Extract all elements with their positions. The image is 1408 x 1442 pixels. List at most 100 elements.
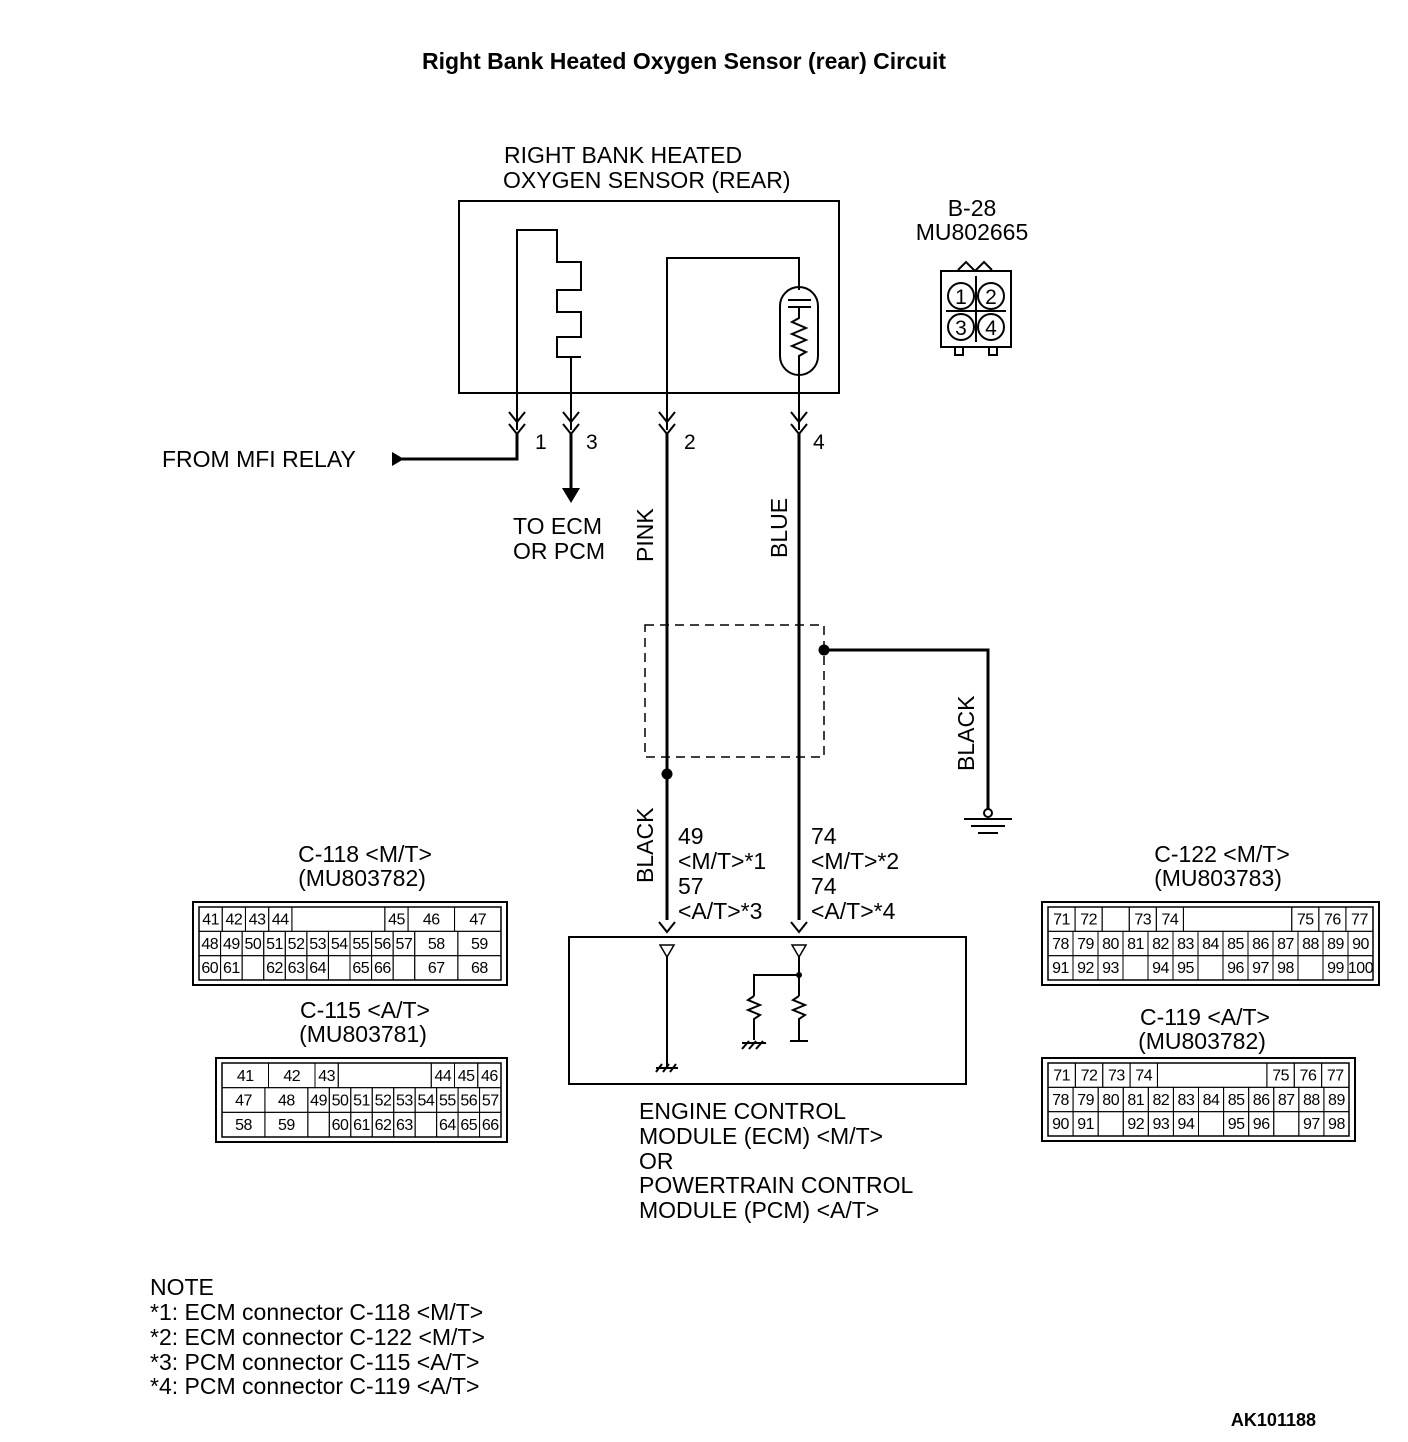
c119-pin-label: 98 [1328,1116,1345,1133]
c115-pin-label: 49 [310,1092,327,1109]
c122-title: C-122 <M/T> [1154,841,1290,867]
c122-pin-label: 85 [1227,936,1244,953]
sensor-pin-4: 4 [813,431,825,454]
c119-pin-label: 84 [1203,1092,1220,1109]
c119-cell [1323,1111,1350,1137]
terminal-left-line1: 49 [678,823,704,849]
sensor-signal-wire [666,257,800,430]
ecm-module-box [568,936,967,1085]
c118-pin-label: 65 [352,960,369,977]
b28-pin-2: 2 [985,286,997,309]
c122-cell [1297,955,1324,981]
sensor-pin-chevrons [508,411,808,436]
oxygen-sensor-cell-symbol [779,286,819,430]
c119-pin-label: 95 [1228,1116,1245,1133]
c122-pin-label: 79 [1077,936,1094,953]
ecm-label-line1: ENGINE CONTROL [639,1098,846,1124]
shield-dashed-box [644,624,825,758]
note-line-4: *4: PCM connector C-119 <A/T> [150,1373,479,1399]
c118-pin-label: 57 [396,936,413,953]
c118-pin-label: 50 [245,936,262,953]
c122-pin-label: 88 [1302,936,1319,953]
c115-pin-label: 64 [439,1117,456,1134]
c118-pin-label: 56 [374,936,391,953]
c119-pin-label: 83 [1178,1092,1195,1109]
c118-pin-label: 41 [202,912,219,929]
black-ground-wire-label: BLACK [953,695,979,771]
c118-pin-label: 55 [352,936,369,953]
c118-pin-label: 62 [266,960,283,977]
c115-cell [307,1111,330,1138]
c119-pin-label: 77 [1327,1068,1344,1085]
c122-cell [1101,906,1130,932]
ecm-label-line4: POWERTRAIN CONTROL [639,1172,914,1198]
c119-pin-label: 86 [1253,1092,1270,1109]
c115-pin-label: 51 [353,1092,370,1109]
c115-cell [414,1111,438,1138]
c118-pin-label: 54 [331,936,348,953]
c118-pin-label: 61 [223,960,240,977]
c115-pin-label: 55 [439,1092,456,1109]
ecm-label-line3: OR [639,1148,674,1174]
to-ecm-label-line2: OR PCM [513,538,605,564]
c122-pin-label: 76 [1324,912,1341,929]
signal-junction-dot [661,768,673,780]
c122-pin-label: 83 [1177,936,1194,953]
c119-pin-label: 89 [1328,1092,1345,1109]
c118-pin-label: 42 [225,912,242,929]
c122-pin-label: 99 [1327,960,1344,977]
b28-pin-3: 3 [955,317,967,340]
sensor-pin-3: 3 [586,431,598,454]
terminal-left-line2: <M/T>*1 [678,848,766,874]
c115-cell [479,1111,502,1138]
c119-cell [1198,1111,1225,1137]
c119-pin-label: 81 [1127,1092,1144,1109]
c115-pin-label: 59 [278,1117,295,1134]
c115-pin-label: 50 [332,1092,349,1109]
c115-pin-label: 52 [375,1092,392,1109]
c122-cell [1122,955,1149,981]
c122-cell [1347,955,1374,981]
c122-pin-label: 91 [1052,960,1069,977]
c118-cell [327,955,351,981]
blue-wire-label: BLUE [766,498,792,558]
black-signal-wire-label: BLACK [632,807,658,883]
c115-pin-label: 61 [353,1117,370,1134]
c118-pin-label: 47 [469,912,486,929]
c119-blank-cell [1156,1062,1268,1088]
c115-pin-label: 54 [417,1092,434,1109]
c122-pin-label: 90 [1352,936,1369,953]
c115-pin-label: 42 [283,1068,300,1085]
c119-title: C-119 <A/T> [1140,1004,1270,1030]
c122-pin-label: 92 [1077,960,1094,977]
c122-pin-label: 80 [1102,936,1119,953]
c122-pin-label: 96 [1227,960,1244,977]
c122-pin-label: 86 [1252,936,1269,953]
c115-pin-label: 43 [318,1068,335,1085]
c118-part: (MU803782) [298,865,426,891]
c118-cell [241,955,265,981]
c115-pin-label: 57 [482,1092,499,1109]
c122-pin-label: 93 [1102,960,1119,977]
c122-pin-label: 95 [1177,960,1194,977]
terminal-right-line2: <M/T>*2 [811,848,899,874]
c122-blank-cell [1182,906,1293,932]
c118-pin-label: 59 [471,936,488,953]
c115-blank-cell [337,1062,432,1089]
sensor-pin-1: 1 [535,431,547,454]
c115-pin-label: 45 [458,1068,475,1085]
c119-pin-label: 94 [1178,1116,1195,1133]
c118-pin-label: 67 [428,960,445,977]
c122-pin-label: 87 [1277,936,1294,953]
b28-connector-face [940,260,1012,356]
sensor-label-line1: RIGHT BANK HEATED [504,142,742,168]
c118-pin-label: 64 [309,960,326,977]
c115-outer-frame [215,1057,508,1143]
c122-pin-label: 71 [1053,912,1070,929]
shield-ground-wire [824,648,990,810]
c118-pin-label: 51 [266,936,283,953]
ecm-label-line5: MODULE (PCM) <A/T> [639,1197,879,1223]
c115-part: (MU803781) [299,1021,427,1047]
to-ecm-arrow-icon [562,488,580,503]
pink-wire-label: PINK [632,508,658,562]
